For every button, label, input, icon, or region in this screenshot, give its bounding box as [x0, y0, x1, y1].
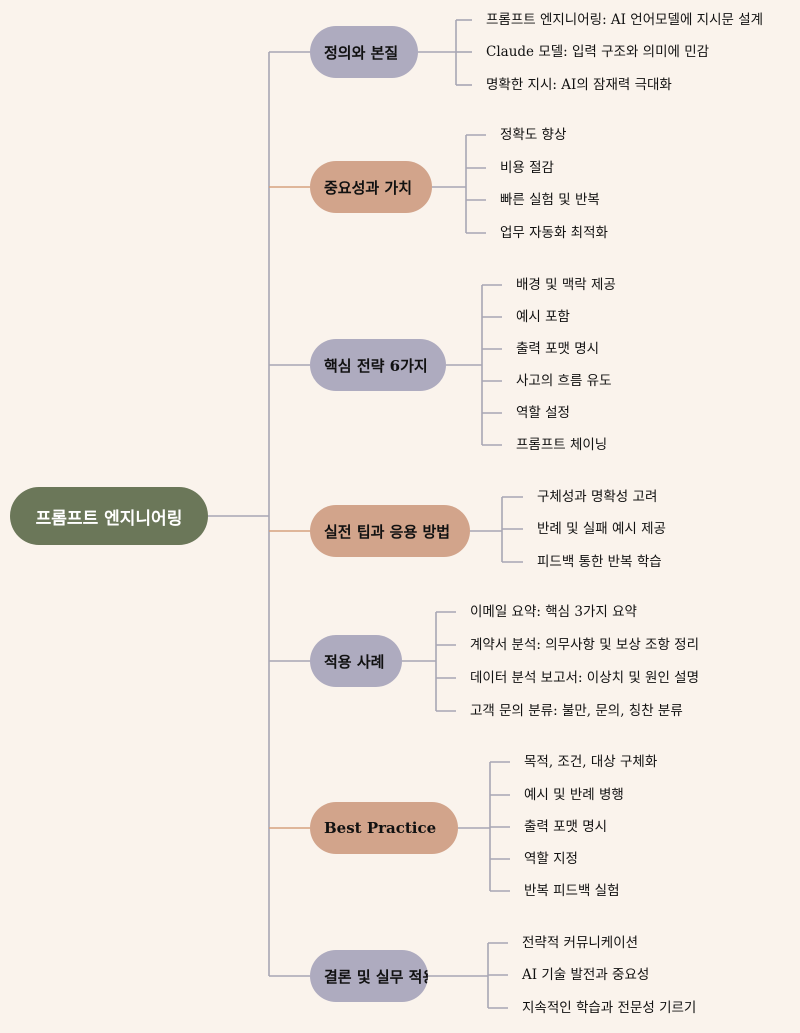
branch-node: 적용 사례 [310, 635, 402, 687]
leaf-node: 배경 및 맥락 제공 [516, 277, 616, 293]
leaf-node: 명확한 지시: AI의 잠재력 극대화 [486, 77, 672, 93]
leaf-node: 지속적인 학습과 전문성 기르기 [522, 1000, 697, 1016]
leaf-node: AI 기술 발전과 중요성 [522, 967, 650, 983]
leaf-node: 구체성과 명확성 고려 [537, 489, 658, 505]
leaf-node: 고객 문의 분류: 불만, 문의, 칭찬 분류 [470, 703, 683, 719]
leaf-node: 피드백 통한 반복 학습 [537, 554, 662, 570]
leaf-node: 정확도 향상 [500, 127, 567, 143]
branch-node: 핵심 전략 6가지 [310, 339, 446, 391]
leaf-node: 전략적 커뮤니케이션 [522, 935, 639, 951]
leaf-node: 출력 포맷 명시 [516, 341, 600, 357]
leaf-node: 반복 피드백 실험 [524, 883, 620, 899]
leaf-node: 예시 및 반례 병행 [524, 787, 624, 803]
leaf-node: 데이터 분석 보고서: 이상치 및 원인 설명 [470, 670, 700, 686]
leaf-node: 예시 포함 [516, 309, 570, 325]
leaf-node: 업무 자동화 최적화 [500, 225, 608, 241]
branch-node: 중요성과 가치 [310, 161, 432, 213]
branch-node: 정의와 본질 [310, 26, 418, 78]
leaf-node: 목적, 조건, 대상 구체화 [524, 754, 658, 770]
leaf-node: 계약서 분석: 의무사항 및 보상 조항 정리 [470, 637, 700, 653]
leaf-node: 프롬프트 체이닝 [516, 437, 608, 453]
leaf-node: 사고의 흐름 유도 [516, 373, 612, 389]
leaf-node: 비용 절감 [500, 160, 554, 176]
branch-node: 결론 및 실무 적용 [310, 950, 428, 1002]
leaf-node: 출력 포맷 명시 [524, 819, 608, 835]
root-node: 프롬프트 엔지니어링 [10, 487, 208, 545]
leaf-node: 반례 및 실패 예시 제공 [537, 521, 666, 537]
branch-node: Best Practice [310, 802, 458, 854]
leaf-node: 빠른 실험 및 반복 [500, 192, 600, 208]
leaf-node: Claude 모델: 입력 구조와 의미에 민감 [486, 44, 710, 60]
leaf-node: 역할 지정 [524, 851, 578, 867]
leaf-node: 이메일 요약: 핵심 3가지 요약 [470, 604, 637, 620]
leaf-node: 역할 설정 [516, 405, 570, 421]
leaf-node: 프롬프트 엔지니어링: AI 언어모델에 지시문 설계 [486, 12, 764, 28]
branch-node: 실전 팁과 응용 방법 [310, 505, 470, 557]
